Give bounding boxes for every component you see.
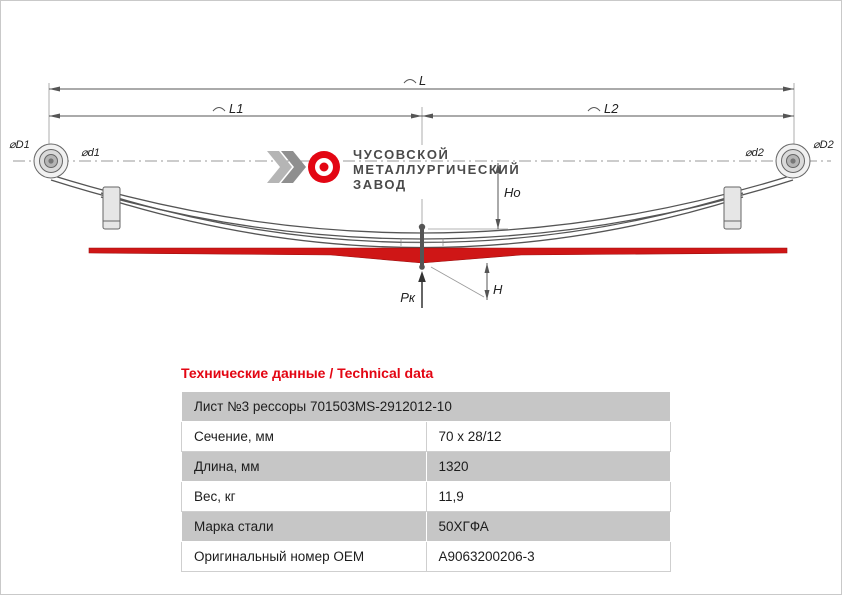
spec-label: Оригинальный номер OEM — [181, 541, 427, 572]
arc-mark — [403, 79, 417, 84]
dimension-Ho: Hо — [428, 163, 521, 230]
dimension-label-L: L — [419, 73, 426, 88]
spec-value: 70 x 28/12 — [425, 421, 671, 452]
dimension-label-L1: L1 — [229, 101, 243, 116]
technical-data-section: Технические данные / Technical data Лист… — [181, 365, 671, 572]
dimension-H: H — [430, 263, 503, 300]
table-row: Длина, мм 1320 — [181, 451, 671, 482]
technical-data-table: Лист №3 рессоры 701503MS-2912012-10 Сече… — [181, 391, 671, 572]
spec-label: Длина, мм — [181, 451, 427, 482]
dimension-L: L — [48, 73, 795, 147]
table-row: Оригинальный номер OEM A9063200206-3 — [181, 541, 671, 572]
logo-chevron-back-icon — [267, 151, 292, 183]
dimension-L1: L1 — [49, 101, 422, 119]
logo-chevron-front-icon — [281, 151, 306, 183]
table-header-row: Лист №3 рессоры 701503MS-2912012-10 — [181, 391, 671, 422]
table-row: Сечение, мм 70 x 28/12 — [181, 421, 671, 452]
spring-eye-left — [33, 143, 69, 179]
part-number-header: Лист №3 рессоры 701503MS-2912012-10 — [181, 391, 671, 422]
center-bolt — [418, 223, 426, 270]
table-row: Марка стали 50ХГФА — [181, 511, 671, 542]
spec-value: 1320 — [425, 451, 671, 482]
dimension-label-Ho: Hо — [504, 185, 521, 200]
spec-value: 50ХГФА — [425, 511, 671, 542]
arc-mark — [212, 107, 226, 112]
factory-logo: ЧУСОВСКОЙ МЕТАЛЛУРГИЧЕСКИЙ ЗАВОД — [267, 147, 520, 192]
clamp-left — [102, 186, 121, 230]
spec-label: Вес, кг — [181, 481, 427, 512]
spring-clamps — [102, 186, 742, 230]
dimension-label-D2: ⌀D2 — [813, 139, 834, 151]
dimension-label-d2: ⌀d2 — [745, 147, 764, 159]
arc-mark — [587, 107, 601, 112]
spec-value: A9063200206-3 — [425, 541, 671, 572]
spec-value: 11,9 — [425, 481, 671, 512]
table-row: Вес, кг 11,9 — [181, 481, 671, 512]
clamp-right — [723, 186, 742, 230]
logo-text-line1: ЧУСОВСКОЙ — [353, 147, 449, 162]
logo-text-line3: ЗАВОД — [353, 177, 407, 192]
logo-text-line2: МЕТАЛЛУРГИЧЕСКИЙ — [353, 162, 520, 177]
dimension-label-D1: ⌀D1 — [9, 139, 30, 151]
dimension-label-H: H — [493, 282, 503, 297]
technical-data-title: Технические данные / Technical data — [181, 365, 434, 381]
dimension-label-d1: ⌀d1 — [81, 147, 100, 159]
dimension-L2: L2 — [422, 101, 794, 119]
spec-label: Марка стали — [181, 511, 427, 542]
dimension-label-Pk: Pк — [400, 290, 416, 305]
spec-label: Сечение, мм — [181, 421, 427, 452]
leaf-spring-technical-drawing: L L1 L2 — [9, 73, 834, 308]
highlighted-leaf-3 — [88, 247, 788, 264]
load-arrow-Pk: Pк — [400, 271, 426, 308]
spring-eye-right — [775, 143, 811, 179]
dimension-label-L2: L2 — [604, 101, 619, 116]
